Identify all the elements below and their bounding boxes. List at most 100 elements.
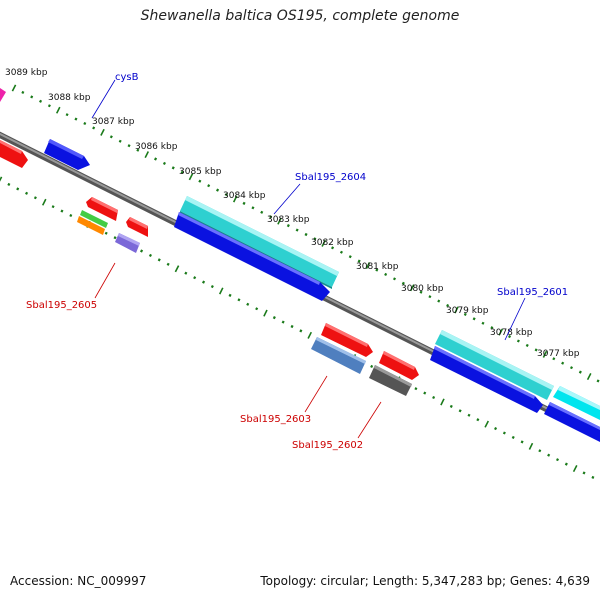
forward-ruler-tick bbox=[83, 121, 87, 126]
tick-label-3077: 3077 kbp bbox=[537, 349, 580, 359]
reverse-ruler-tick bbox=[591, 475, 595, 479]
reverse-ruler-tick bbox=[218, 287, 224, 295]
forward-ruler-tick bbox=[570, 366, 573, 370]
forward-ruler-tick bbox=[118, 139, 122, 143]
tick-label-3083: 3083 kbp bbox=[267, 215, 310, 225]
reverse-ruler-tick bbox=[484, 420, 490, 428]
forward-ruler-tick bbox=[428, 295, 432, 299]
gene-red-2602-upper[interactable] bbox=[379, 351, 419, 380]
reverse-ruler-tick bbox=[564, 462, 568, 466]
reverse-ruler-tick bbox=[69, 213, 73, 218]
forward-ruler-tick bbox=[561, 361, 565, 365]
forward-ruler-tick bbox=[144, 151, 150, 159]
reverse-ruler-tick bbox=[51, 205, 55, 209]
forward-ruler-tick bbox=[171, 166, 175, 170]
gene-cysB[interactable] bbox=[44, 139, 90, 170]
tick-label-3081: 3081 kbp bbox=[356, 262, 399, 272]
reverse-ruler-tick bbox=[202, 280, 206, 284]
forward-ruler-tick bbox=[216, 188, 220, 192]
reverse-ruler-tick bbox=[572, 465, 578, 473]
gene-Sbal195-2602[interactable] bbox=[369, 365, 412, 396]
reverse-ruler-tick bbox=[16, 187, 20, 191]
gene-label-Sbal195-2604[interactable]: Sbal195_2604 bbox=[295, 172, 366, 183]
reverse-ruler-tick bbox=[299, 329, 303, 333]
forward-ruler-tick bbox=[409, 284, 415, 292]
forward-ruler-tick bbox=[109, 135, 113, 139]
reverse-ruler-tick bbox=[307, 331, 313, 339]
forward-ruler-tick bbox=[180, 170, 184, 174]
forward-ruler-tick bbox=[198, 179, 202, 183]
reverse-ruler-tick bbox=[556, 458, 559, 462]
gene-cyan-right-edge[interactable] bbox=[553, 386, 600, 420]
forward-ruler-tick bbox=[127, 144, 131, 148]
reverse-ruler-tick bbox=[228, 293, 232, 297]
gene-magenta-edge[interactable] bbox=[0, 88, 6, 102]
forward-ruler-tick bbox=[277, 217, 282, 225]
gene-green-stripe[interactable] bbox=[80, 210, 108, 228]
reverse-ruler-tick bbox=[166, 262, 170, 266]
tick-label-3088: 3088 kbp bbox=[48, 93, 91, 103]
gene-blue-right-edge[interactable] bbox=[544, 402, 600, 442]
forward-ruler-tick bbox=[188, 173, 194, 181]
reverse-ruler-tick bbox=[210, 284, 214, 289]
gene-Sbal195-2601-cds[interactable] bbox=[430, 346, 543, 413]
forward-ruler-tick bbox=[375, 268, 379, 272]
gene-label-cysB[interactable]: cysB bbox=[115, 72, 139, 83]
forward-ruler-tick bbox=[454, 306, 459, 314]
gene-Sbal195-2603[interactable] bbox=[311, 337, 366, 374]
forward-ruler-tick bbox=[295, 228, 299, 232]
reverse-ruler-tick bbox=[423, 391, 427, 395]
tick-label-3089: 3089 kbp bbox=[5, 68, 48, 78]
forward-ruler-tick bbox=[47, 104, 51, 108]
forward-ruler-tick bbox=[136, 148, 140, 152]
reverse-ruler-tick bbox=[193, 276, 197, 280]
forward-tick-ruler bbox=[11, 84, 600, 383]
reverse-ruler-tick bbox=[272, 316, 276, 320]
gene-label-Sbal195-2601[interactable]: Sbal195_2601 bbox=[497, 287, 568, 298]
label-leaders bbox=[91, 79, 526, 439]
gene-red-small-2[interactable] bbox=[126, 217, 148, 237]
gene-label-Sbal195-2605[interactable]: Sbal195_2605 bbox=[26, 300, 97, 311]
forward-ruler-tick bbox=[242, 201, 246, 205]
reverse-ruler-tick bbox=[157, 258, 161, 262]
forward-ruler-tick bbox=[508, 334, 512, 339]
reverse-ruler-tick bbox=[476, 418, 480, 422]
forward-ruler-tick bbox=[154, 157, 158, 161]
gene-red-left-edge[interactable] bbox=[0, 140, 28, 168]
reverse-ruler-tick bbox=[538, 449, 542, 453]
gene-orange-stripe[interactable] bbox=[77, 216, 105, 235]
reverse-ruler-tick bbox=[520, 440, 524, 444]
gene-Sbal195-2604-cds[interactable] bbox=[174, 212, 330, 301]
forward-ruler-tick bbox=[286, 224, 290, 228]
reverse-ruler-tick bbox=[370, 364, 374, 369]
gene-red-small-1[interactable] bbox=[86, 197, 118, 221]
gene-label-Sbal195-2602[interactable]: Sbal195_2602 bbox=[292, 440, 363, 451]
forward-ruler-tick bbox=[11, 84, 17, 92]
forward-ruler-tick bbox=[39, 99, 43, 103]
forward-ruler-tick bbox=[472, 317, 476, 321]
forward-ruler-tick bbox=[578, 370, 582, 374]
reverse-tick-ruler bbox=[0, 176, 595, 479]
reverse-genes bbox=[0, 140, 419, 396]
forward-genes bbox=[0, 88, 600, 442]
forward-ruler-tick bbox=[498, 328, 504, 336]
tick-label-3079: 3079 kbp bbox=[446, 306, 489, 316]
reverse-ruler-tick bbox=[184, 271, 188, 275]
reverse-ruler-tick bbox=[414, 387, 418, 391]
gene-labels: cysB Sbal195_2604 Sbal195_2601 Sbal195_2… bbox=[26, 72, 568, 451]
forward-ruler-tick bbox=[74, 117, 78, 121]
forward-ruler-tick bbox=[516, 339, 520, 343]
tick-label-3080: 3080 kbp bbox=[401, 284, 444, 294]
forward-ruler-tick bbox=[525, 343, 529, 348]
gene-label-Sbal195-2603[interactable]: Sbal195_2603 bbox=[240, 414, 311, 425]
gene-Sbal195-2601-rna[interactable] bbox=[435, 330, 554, 400]
gene-purple-small[interactable] bbox=[115, 233, 140, 253]
reverse-ruler-tick bbox=[547, 453, 551, 457]
reverse-ruler-tick bbox=[41, 198, 47, 206]
reverse-ruler-tick bbox=[255, 307, 259, 311]
reverse-ruler-tick bbox=[174, 265, 180, 273]
reverse-ruler-tick bbox=[281, 320, 285, 324]
reverse-ruler-tick bbox=[60, 209, 64, 213]
reverse-ruler-tick bbox=[440, 398, 445, 406]
gene-red-2603-upper[interactable] bbox=[321, 323, 373, 357]
